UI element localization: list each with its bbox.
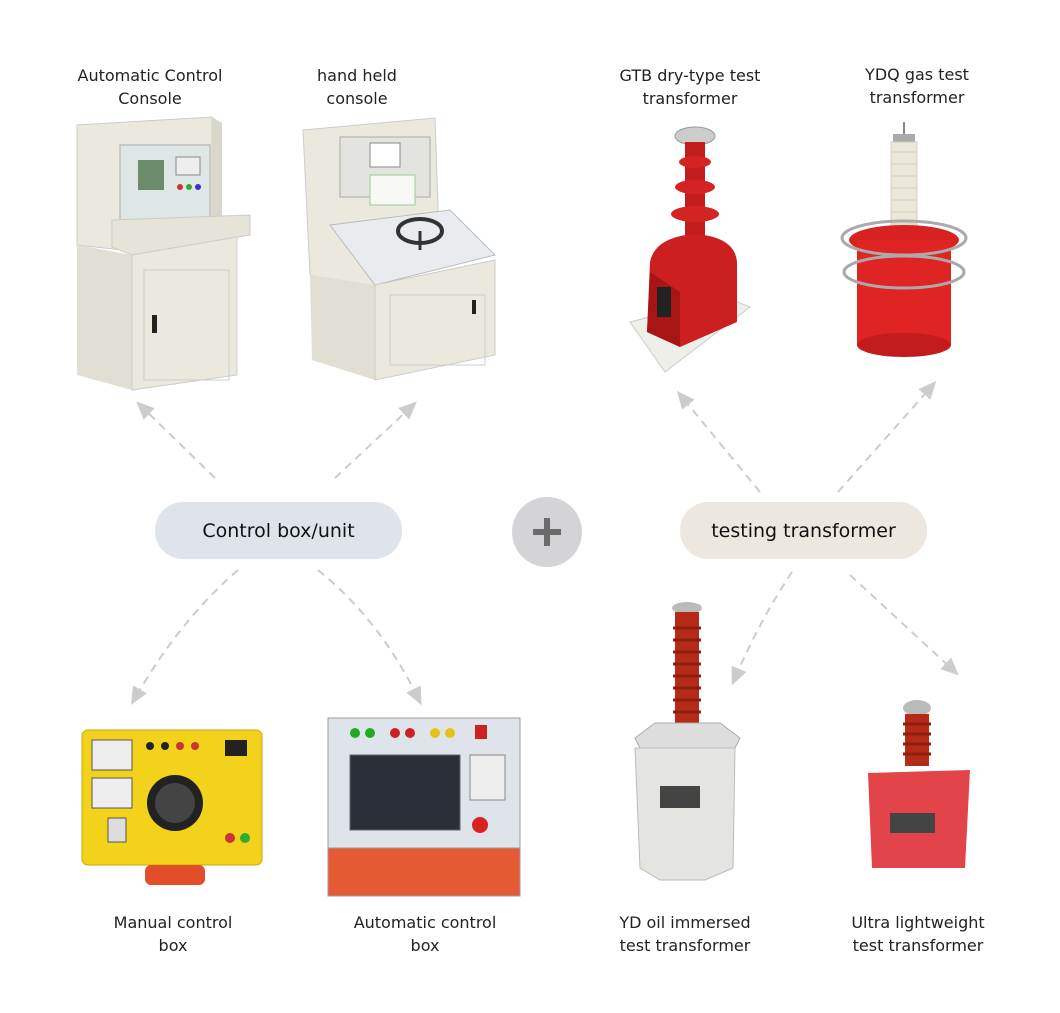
arrow-to-handheld-console: [334, 401, 417, 479]
ultra-lightweight-transformer-image: [868, 700, 970, 868]
arrow-to-manual-box: [131, 569, 239, 705]
arrow-to-ultra: [849, 574, 959, 676]
ydq-transformer-image: [840, 122, 968, 357]
automatic-control-console-image: [76, 116, 251, 391]
arrow-to-yd-oil: [731, 571, 793, 686]
control-box-unit-pill: Control box/unit: [155, 502, 402, 559]
yd-oil-transformer-image: [634, 602, 741, 881]
arrow-to-gtb: [676, 390, 761, 493]
gtb-transformer-image: [629, 126, 752, 373]
testing-transformer-pill: testing transformer: [680, 502, 927, 559]
arrow-to-ydq: [837, 381, 937, 493]
arrow-to-automatic-box: [317, 569, 422, 706]
plus-icon: [512, 497, 582, 567]
hand-held-console-image: [302, 117, 496, 381]
manual-control-box-image: [81, 729, 263, 885]
automatic-control-box-image: [327, 717, 521, 897]
arrow-to-automatic-console: [136, 401, 216, 479]
